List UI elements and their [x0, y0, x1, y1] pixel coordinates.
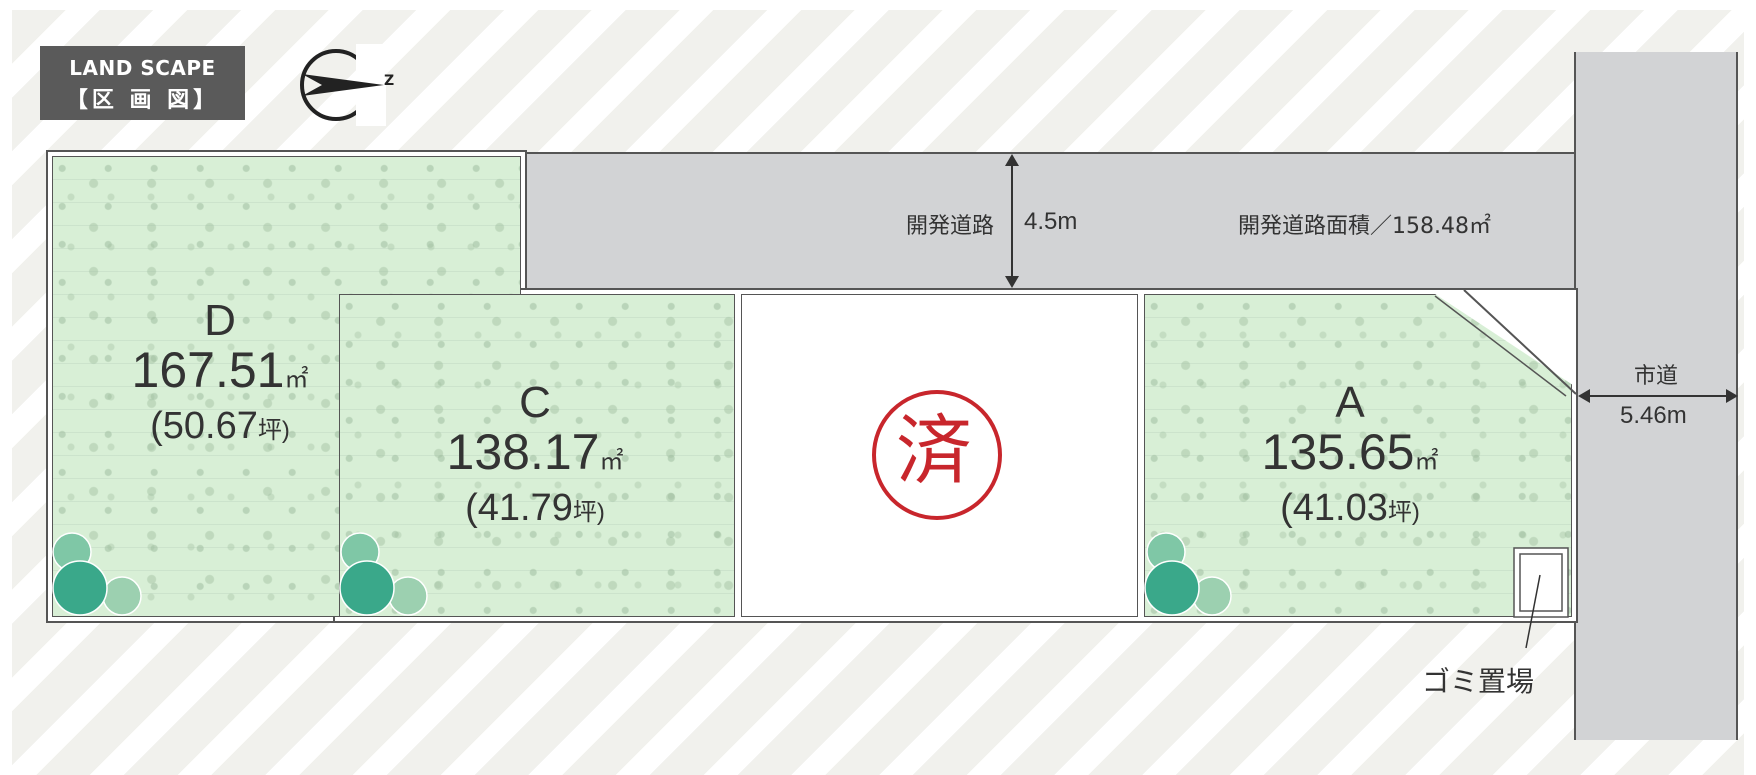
tree-icon — [52, 532, 142, 616]
plot-a-chamfer-edge — [1463, 289, 1577, 395]
plot-a-tsubo-value: (41.03 — [1280, 487, 1388, 529]
dev-road-width-arrow — [1005, 154, 1019, 288]
plot-c[interactable] — [339, 294, 735, 617]
plot-c-area-value: 138.17 — [446, 424, 600, 480]
plot-d-area-value: 167.51 — [131, 342, 285, 398]
plot-c-tsubo-value: (41.79 — [465, 487, 573, 529]
compass-north-letter: Z — [384, 73, 395, 89]
city-road-label: 市道 — [1634, 364, 1679, 389]
dev-road-area: 開発道路面積／158.48㎡ — [1238, 214, 1491, 239]
plot-d-area-unit: ㎡ — [284, 366, 309, 393]
sold-mark: 済 — [896, 406, 972, 495]
plot-a-chamfer-inner — [1434, 295, 1567, 397]
plot-d-tsubo-value: (50.67 — [150, 405, 258, 447]
plot-a[interactable] — [1144, 294, 1572, 617]
plot-c-letter: C — [519, 378, 551, 427]
plot-a-label: A 135.65㎡ (41.03坪) — [1190, 380, 1510, 533]
plot-c-area: 138.17㎡ — [375, 426, 695, 488]
plot-a-area: 135.65㎡ — [1190, 426, 1510, 488]
plot-a-tsubo-unit: 坪) — [1387, 499, 1420, 526]
plot-d-area: 167.51㎡ — [60, 344, 380, 406]
plot-d-tsubo-unit: 坪) — [257, 417, 290, 444]
plot-b-sold[interactable] — [741, 294, 1138, 617]
title-badge: LAND SCAPE 【区 画 図】 — [40, 46, 245, 120]
plot-a-area-value: 135.65 — [1261, 424, 1415, 480]
plot-c-area-unit: ㎡ — [599, 448, 624, 475]
tree-icon — [339, 532, 428, 616]
compass-icon — [300, 44, 386, 126]
plot-c-tsubo-unit: 坪) — [572, 499, 605, 526]
dev-road-label: 開発道路 — [906, 214, 995, 239]
garbage-leader-line — [1525, 574, 1541, 649]
plot-c-tsubo: (41.79坪) — [375, 488, 695, 533]
sold-stamp-circle — [872, 390, 1002, 520]
garbage-label: ゴミ置場 — [1422, 665, 1535, 698]
plot-d-label: D 167.51㎡ (50.67坪) — [60, 298, 380, 451]
plot-c-label: C 138.17㎡ (41.79坪) — [375, 380, 695, 533]
title-line1: LAND SCAPE — [69, 56, 216, 80]
plot-d-letter: D — [204, 296, 236, 345]
tree-icon — [1144, 532, 1232, 616]
plot-a-tsubo: (41.03坪) — [1190, 488, 1510, 533]
plot-a-area-unit: ㎡ — [1414, 448, 1439, 475]
dev-road-width: 4.5m — [1024, 208, 1078, 235]
title-line2: 【区 画 図】 — [65, 88, 220, 113]
city-road-width-arrow — [1578, 389, 1738, 403]
development-road — [527, 152, 1577, 290]
plot-d-tsubo: (50.67坪) — [60, 406, 380, 451]
city-road-width: 5.46m — [1620, 402, 1687, 429]
plot-a-letter: A — [1335, 378, 1365, 427]
